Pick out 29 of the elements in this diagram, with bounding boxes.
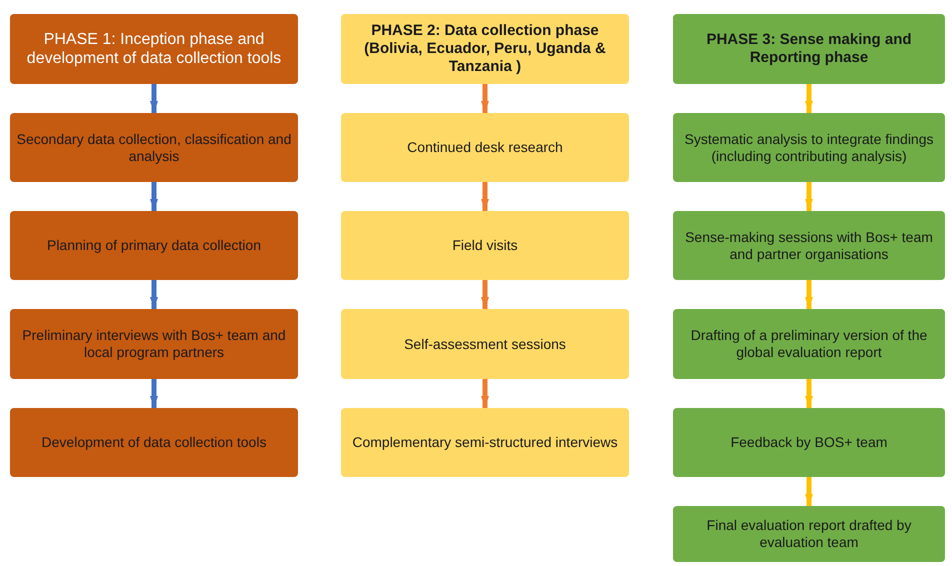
- phase-header-box: PHASE 2: Data collection phase (Bolivia, Ecuador, Peru, Uganda & Tanzania ): [341, 14, 629, 84]
- arrow: [805, 477, 813, 506]
- arrow: [805, 280, 813, 309]
- arrow: [150, 280, 158, 309]
- step-box: Continued desk research: [341, 113, 629, 182]
- step-box: Development of data collection tools: [10, 408, 298, 477]
- step-box: Preliminary interviews with Bos+ team and local program partners: [10, 309, 298, 379]
- arrow: [150, 84, 158, 113]
- step-box: Secondary data collection, classification and analysis: [10, 113, 298, 182]
- arrow: [481, 182, 489, 211]
- phase-header-box: PHASE 1: Inception phase and development of data collection tools: [10, 14, 298, 84]
- step-box: Feedback by BOS+ team: [673, 408, 945, 477]
- step-box: Drafting of a preliminary version of the global evaluation report: [673, 309, 945, 379]
- arrow: [805, 182, 813, 211]
- arrow: [805, 379, 813, 408]
- step-box: Sense-making sessions with Bos+ team and partner organisations: [673, 211, 945, 280]
- phase-header-box: PHASE 3: Sense making and Reporting phase: [673, 14, 945, 84]
- step-box: Planning of primary data collection: [10, 211, 298, 280]
- step-box: Complementary semi-structured interviews: [341, 408, 629, 477]
- step-box: Systematic analysis to integrate findings (including contributing analysis): [673, 113, 945, 182]
- step-box: Self-assessment sessions: [341, 309, 629, 379]
- arrow: [481, 379, 489, 408]
- arrow: [150, 182, 158, 211]
- step-box: Field visits: [341, 211, 629, 280]
- arrow: [150, 379, 158, 408]
- arrow: [481, 84, 489, 113]
- arrow: [805, 84, 813, 113]
- arrow: [481, 280, 489, 309]
- step-box: Final evaluation report drafted by evaluation team: [673, 506, 945, 562]
